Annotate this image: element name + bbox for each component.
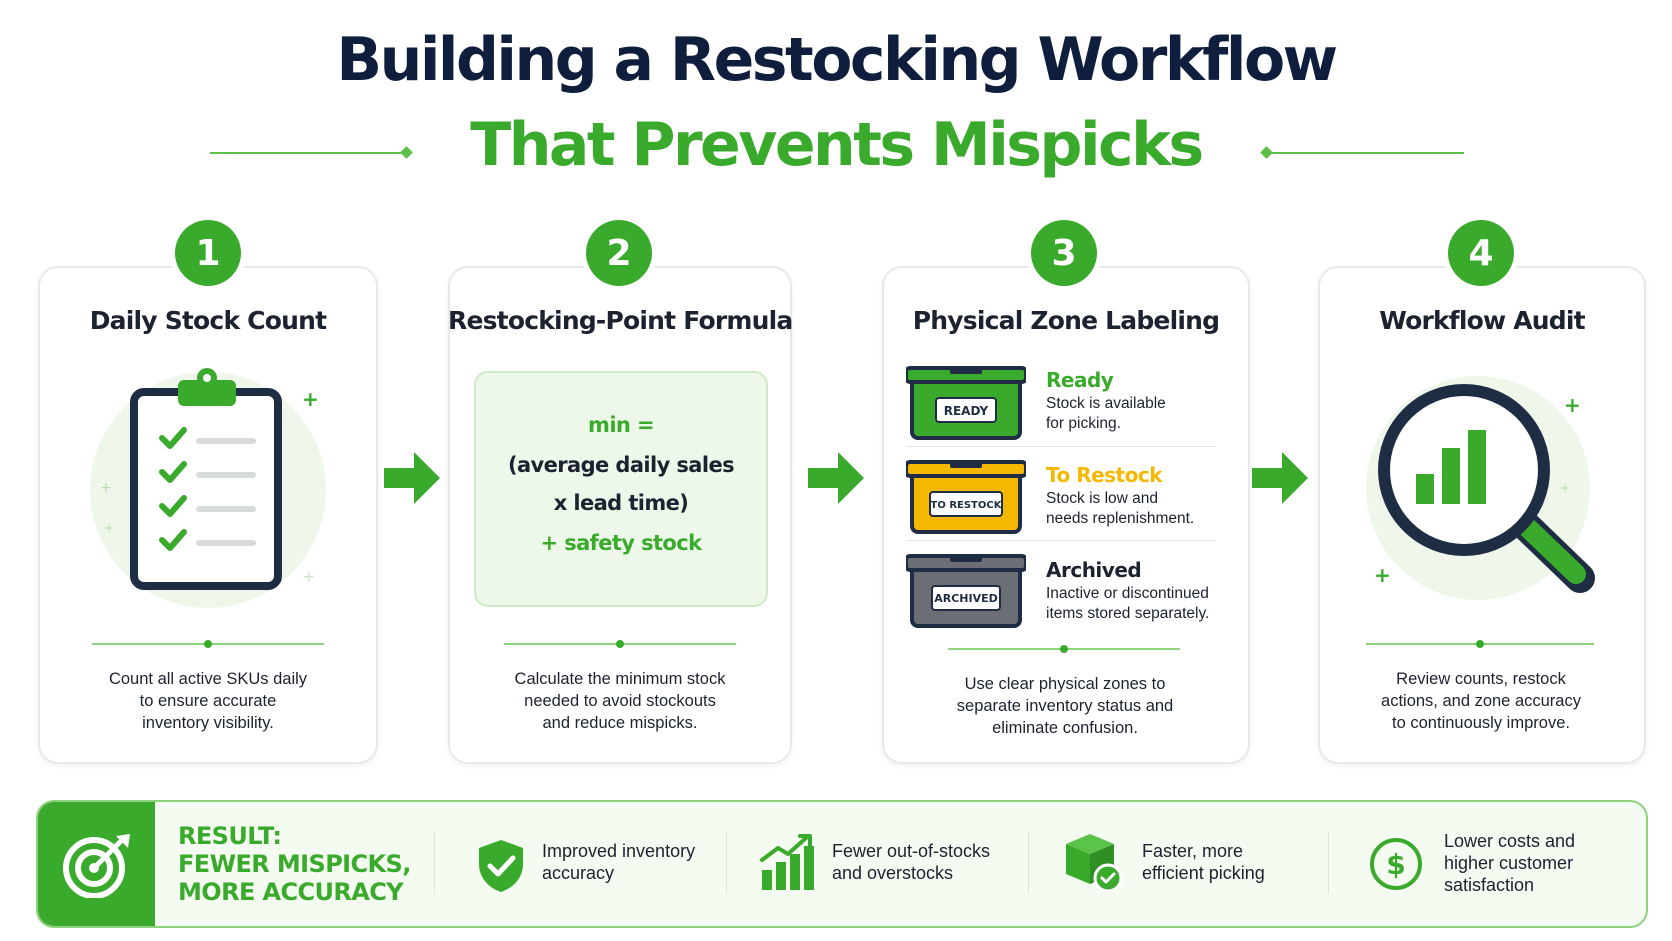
- step-badge-3: 3: [1031, 220, 1097, 286]
- step-description-4: Review counts, restock actions, and zone…: [1381, 670, 1581, 732]
- step-separator-dot-1: [204, 640, 212, 648]
- ready-bin-label: READY: [944, 404, 989, 418]
- step-badge-2: 2: [586, 220, 652, 286]
- title-deco-line-right: [1264, 152, 1464, 154]
- title-line-2: That Prevents Mispicks: [470, 110, 1204, 180]
- result-label: RESULT: FEWER MISPICKS, MORE ACCURACY: [178, 822, 411, 906]
- formula-line-4: + safety stock: [540, 531, 703, 555]
- benefit-text-1: Improved inventory accuracy: [542, 841, 696, 883]
- step-separator-dot-2: [616, 640, 624, 648]
- archived-bin-icon: ARCHIVED: [906, 554, 1026, 628]
- arrow-right-icon: [1252, 452, 1308, 504]
- shield-check-icon: [479, 840, 523, 892]
- title-deco-line-left: [210, 152, 408, 154]
- result-icon-box: [38, 802, 155, 926]
- benefit-text-2: Fewer out-of-stocks and overstocks: [832, 841, 991, 883]
- svg-text:+: +: [1374, 563, 1391, 587]
- result-divider: [1028, 832, 1029, 894]
- bar-chart-up-icon: [760, 834, 814, 890]
- svg-text:+: +: [302, 387, 319, 411]
- ready-bin-icon: READY: [906, 366, 1026, 440]
- zone-title-to-restock: To Restock: [1046, 463, 1163, 487]
- step-title-3: Physical Zone Labeling: [912, 306, 1220, 335]
- zone-desc-archived: Inactive or discontinued items stored se…: [1046, 585, 1210, 622]
- step-title-4: Workflow Audit: [1379, 306, 1585, 335]
- svg-text:+: +: [1560, 481, 1570, 495]
- title-line-1: Building a Restocking Workflow: [336, 25, 1338, 95]
- step-badge-4: 4: [1448, 220, 1514, 286]
- step-badge-1: 1: [175, 220, 241, 286]
- step-separator-dot-4: [1476, 640, 1484, 648]
- result-divider: [726, 832, 727, 894]
- zone-divider: [906, 446, 1216, 447]
- svg-text:+: +: [100, 480, 112, 496]
- zone-title-archived: Archived: [1046, 558, 1142, 582]
- benefit-text-4: Lower costs and higher customer satisfac…: [1444, 831, 1576, 895]
- result-bar: RESULT: FEWER MISPICKS, MORE ACCURACY Im…: [36, 800, 1648, 928]
- formula-line-2: (average daily sales: [507, 453, 735, 477]
- step-title-2: Restocking-Point Formula: [448, 306, 793, 335]
- zone-title-ready: Ready: [1046, 368, 1114, 392]
- step-description-2: Calculate the minimum stock needed to av…: [514, 670, 726, 732]
- arrow-right-icon: [808, 452, 864, 504]
- target-icon: [63, 834, 130, 898]
- svg-text:+: +: [302, 567, 315, 586]
- arrow-right-icon: [384, 452, 440, 504]
- step-description-1: Count all active SKUs daily to ensure ac…: [108, 670, 308, 732]
- result-divider: [434, 832, 435, 894]
- zone-desc-to-restock: Stock is low and needs replenishment.: [1046, 490, 1195, 527]
- dollar-circle-icon: $: [1370, 838, 1422, 890]
- formula-box: min = (average daily sales x lead time) …: [474, 371, 768, 607]
- clipboard-checklist-icon: + + + +: [90, 368, 326, 608]
- to-restock-bin-icon: TO RESTOCK: [906, 460, 1026, 534]
- step-title-1: Daily Stock Count: [89, 306, 327, 335]
- benefit-text-3: Faster, more efficient picking: [1142, 841, 1265, 883]
- svg-text:$: $: [1386, 848, 1405, 881]
- to-restock-bin-label: TO RESTOCK: [931, 500, 1003, 511]
- step-description-3: Use clear physical zones to separate inv…: [956, 675, 1174, 737]
- zone-divider: [906, 540, 1216, 541]
- svg-text:+: +: [104, 521, 114, 535]
- formula-line-1: min =: [588, 413, 655, 437]
- result-divider: [1328, 832, 1329, 894]
- zone-desc-ready: Stock is available for picking.: [1046, 395, 1166, 432]
- step-separator-dot-3: [1060, 645, 1068, 653]
- magnifier-chart-icon: + + +: [1366, 376, 1595, 600]
- svg-text:+: +: [1564, 393, 1581, 417]
- formula-line-3: x lead time): [553, 491, 689, 515]
- box-check-icon: [1066, 834, 1123, 893]
- archived-bin-label: ARCHIVED: [934, 592, 998, 605]
